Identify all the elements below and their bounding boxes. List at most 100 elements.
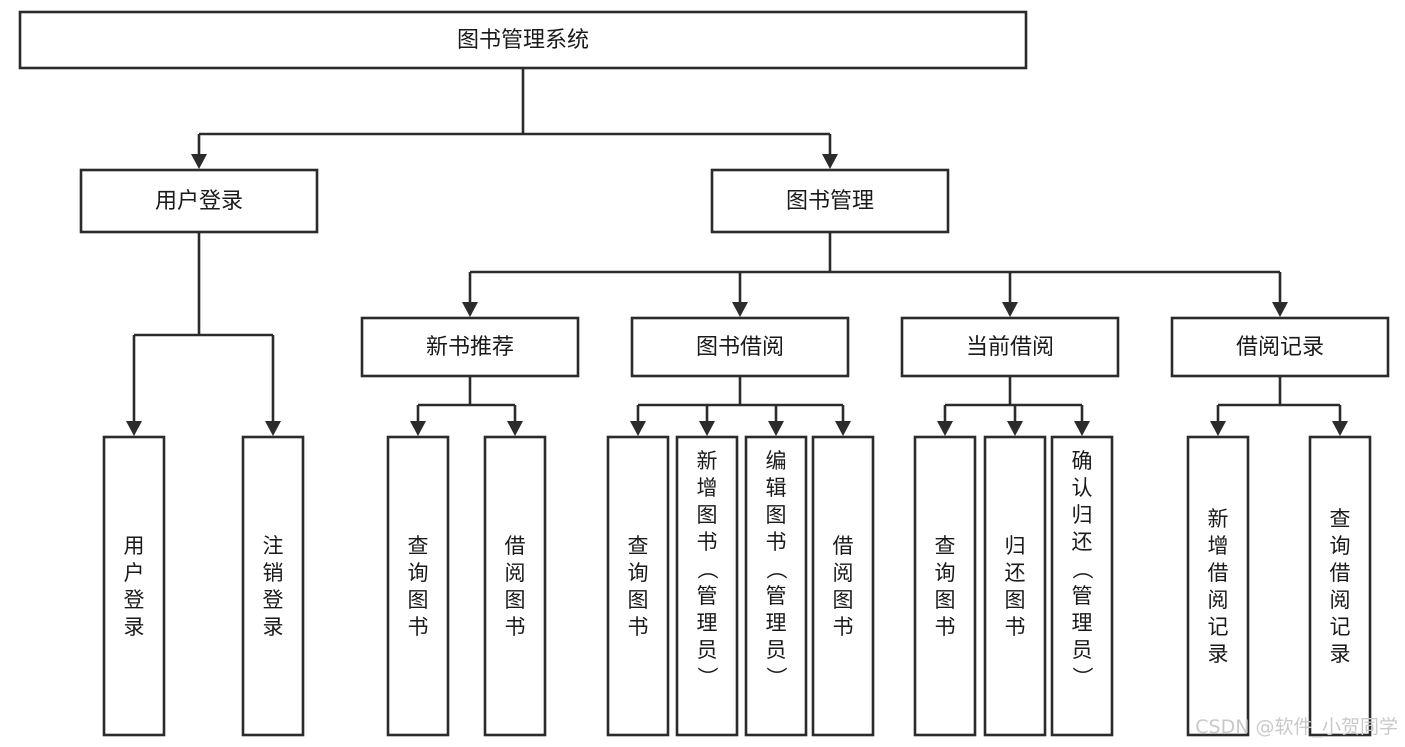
node-label-char: 注 [263,534,284,558]
node-label-char: 还 [1005,561,1026,585]
node-label-char: 录 [1330,642,1351,666]
node-box[interactable] [483,435,547,737]
node-label-char: 登 [263,588,284,612]
node-box[interactable] [675,435,739,737]
node-label: 图书管理系统 [457,28,589,53]
node-user-login[interactable]: 用户登录 [79,168,319,234]
node-label-char: （ [1070,559,1094,580]
node-label-char: 借 [833,534,854,558]
connector-current-to-leaves [937,376,1090,436]
node-box[interactable] [900,316,1120,378]
node-label-char: 管 [697,584,718,608]
node-label-char: 管 [1072,584,1093,608]
csdn-watermark: CSDN @软件_小贺同学 [1195,716,1398,738]
arrow-head-icon [822,154,838,169]
node-label-char: 理 [697,611,718,635]
connector-layer [126,68,1348,436]
node-label-char: 理 [1072,611,1093,635]
node-box[interactable] [913,435,977,737]
node-box[interactable] [18,10,1028,70]
arrow-head-icon [732,302,748,317]
arrow-head-icon [1332,421,1348,436]
node-box[interactable] [710,168,950,234]
connector-borrow-to-leaves [630,376,851,436]
node-label-char: 借 [505,534,526,558]
node-label-char: （ [764,559,788,580]
node-label-char: 询 [408,561,429,585]
node-label-char: 归 [1072,503,1093,527]
node-box[interactable] [744,435,808,737]
node-label: 借阅记录 [1236,335,1324,360]
arrow-head-icon [1074,421,1090,436]
node-box[interactable] [360,316,580,378]
node-label-char: 借 [1208,561,1229,585]
arrow-head-icon [191,154,207,169]
arrow-head-icon [410,421,426,436]
node-label-char: 销 [263,561,284,585]
node-borrow-records[interactable]: 借阅记录 [1170,316,1390,378]
arrow-head-icon [1007,421,1023,436]
node-box[interactable] [811,435,875,737]
node-label-char: 认 [1072,476,1093,500]
node-label-char: 图 [408,588,429,612]
node-label-char: 员 [766,638,787,662]
node-label-char: 图 [833,588,854,612]
node-label-char: 查 [1330,507,1351,531]
node-box[interactable] [630,316,850,378]
arrow-head-icon [835,421,851,436]
arrow-head-icon [699,421,715,436]
node-label-char: 询 [628,561,649,585]
node-label-char: 户 [124,561,145,585]
node-label-char: 图 [1005,588,1026,612]
node-label-char: 书 [1005,615,1026,639]
arrow-head-icon [265,421,281,436]
node-label-char: 辑 [766,476,787,500]
node-label: 图书管理 [786,189,874,214]
node-label-char: 确 [1072,449,1093,473]
node-box[interactable] [1186,435,1250,737]
node-leaf-user-login[interactable]: 用户登录 [102,435,166,737]
node-root[interactable]: 图书管理系统 [18,10,1028,70]
node-book-borrow[interactable]: 图书借阅 [630,316,850,378]
node-label: 当前借阅 [966,335,1054,360]
node-box[interactable] [983,435,1047,737]
node-label-char: 员 [1072,638,1093,662]
node-layer: 图书管理系统用户登录图书管理新书推荐图书借阅当前借阅借阅记录用户登录注销登录查询… [18,10,1390,737]
node-current-borrow[interactable]: 当前借阅 [900,316,1120,378]
arrow-head-icon [1272,302,1288,317]
connector-bookmgmt-to-level3 [462,232,1288,317]
node-label-char: 书 [833,615,854,639]
node-label-char: 书 [766,530,787,554]
node-box[interactable] [386,435,450,737]
node-box[interactable] [1308,435,1372,737]
node-box[interactable] [79,168,319,234]
node-box[interactable] [606,435,670,737]
node-box[interactable] [241,435,305,737]
node-label-char: 阅 [505,561,526,585]
node-label-char: 记 [1330,615,1351,639]
node-new-book-recommend[interactable]: 新书推荐 [360,316,580,378]
node-label-char: 理 [766,611,787,635]
node-label: 图书借阅 [696,335,784,360]
node-box[interactable] [1050,435,1114,737]
node-label-char: 书 [505,615,526,639]
node-label-char: 图 [628,588,649,612]
node-label-char: 查 [935,534,956,558]
node-label-char: 录 [124,615,145,639]
node-box[interactable] [102,435,166,737]
node-book-management[interactable]: 图书管理 [710,168,950,234]
node-box[interactable] [1170,316,1390,378]
connector-root-to-level2 [191,68,838,169]
